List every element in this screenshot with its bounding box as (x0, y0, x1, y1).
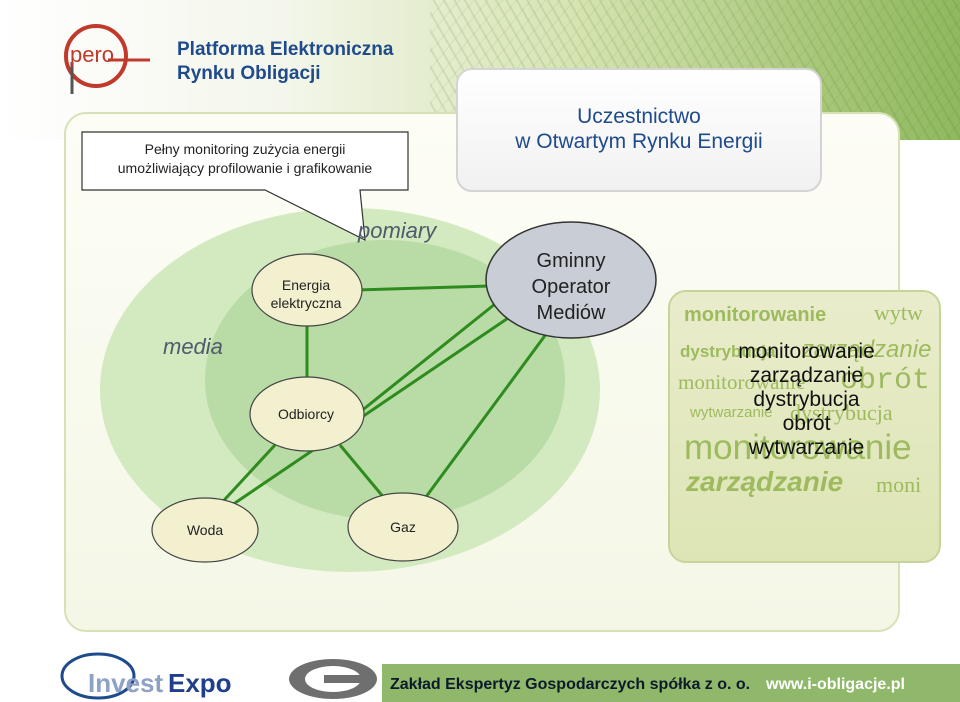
line-woda-gom (231, 308, 521, 507)
node-gaz: Gaz (390, 519, 416, 535)
label-pomiary: pomiary (358, 218, 437, 243)
uoe-line-2: w Otwartym Rynku Energii (515, 130, 763, 153)
node-energia-line-2: elektryczna (270, 295, 342, 311)
footer-bar (382, 664, 960, 702)
investexpo-swoosh (60, 652, 136, 700)
zeg-logo (289, 659, 377, 699)
bg-word: zarządzanie (686, 466, 844, 497)
node-gom-line-2: Operator (531, 276, 611, 298)
title-line-1: Platforma Elektroniczna (177, 39, 394, 60)
node-energia-shape (251, 253, 363, 327)
market-participation-box: Uczestnictwo w Otwartym Rynku Energii (456, 68, 822, 192)
page-title: Platforma Elektroniczna Rynku Obligacji (177, 38, 393, 86)
callout-text: Pełny monitoring zużycia energii umożliw… (82, 140, 408, 178)
pero-logo: pero (64, 24, 150, 94)
fg-word: zarządzanie (749, 364, 864, 387)
fg-word: obrót (782, 412, 831, 435)
fg-word: wytwarzanie (748, 436, 865, 459)
label-media: media (163, 334, 223, 359)
node-gaz-shape (347, 492, 459, 562)
footer-url-link[interactable]: www.i-obligacje.pl (766, 676, 905, 693)
uoe-line-1: Uczestnictwo (577, 105, 701, 128)
callout-line-2: umożliwiający profilowanie i grafikowani… (117, 160, 373, 176)
node-odbiorcy-shape (249, 376, 365, 452)
node-woda: Woda (186, 522, 224, 538)
node-gom-line-3: Mediów (536, 302, 606, 324)
bg-word: wytw (874, 300, 923, 325)
fg-word: monitorowanie (738, 340, 875, 363)
word-cloud-foreground: monitorowanie zarządzanie dystrybucja ob… (670, 340, 939, 460)
bg-word: monitorowanie (678, 370, 806, 394)
bg-word: obrót (840, 364, 931, 398)
bg-word: wytwarzanie (690, 404, 773, 421)
title-line-2: Rynku Obligacji (177, 63, 321, 84)
pero-logo-ring (64, 24, 128, 88)
zeg-logo-bar (324, 675, 376, 683)
fg-word: dystrybucja (753, 388, 860, 411)
node-gminny-operator: Gminny Operator Mediów (486, 248, 656, 326)
footer-company: Zakład Ekspertyz Gospodarczych spółka z … (390, 676, 751, 693)
pero-logo-text: pero (70, 42, 114, 67)
line-odbiorcy-woda (213, 443, 277, 512)
bg-word: moni (876, 472, 922, 497)
node-energia-line-1: Energia (281, 277, 331, 293)
investexpo-logo: Invest Expo (60, 652, 232, 700)
line-energia-gom (355, 284, 491, 292)
node-woda-shape (151, 497, 259, 563)
bg-word: dystrybucja (790, 400, 893, 425)
node-gom-shape (485, 221, 657, 339)
bg-word: dystrybucja (680, 342, 776, 361)
callout-line-1: Pełny monitoring zużycia energii (144, 141, 346, 157)
logo-expo: Expo (168, 668, 232, 698)
line-gaz-gom (418, 321, 557, 506)
line-odbiorcy-gom (349, 298, 501, 422)
bg-word: zarządzanie (802, 336, 932, 363)
callout-box (81, 131, 409, 242)
node-odbiorcy: Odbiorcy (277, 406, 335, 422)
logo-invest: Invest (88, 668, 163, 698)
bg-word: monitorowanie (684, 428, 912, 467)
node-energia: Energia elektryczna (256, 276, 356, 312)
node-gom-line-1: Gminny (536, 250, 606, 272)
bg-word: monitorowanie (684, 304, 827, 326)
word-cloud-panel: monitorowanie wytw dystrybucja zarządzan… (668, 290, 941, 563)
